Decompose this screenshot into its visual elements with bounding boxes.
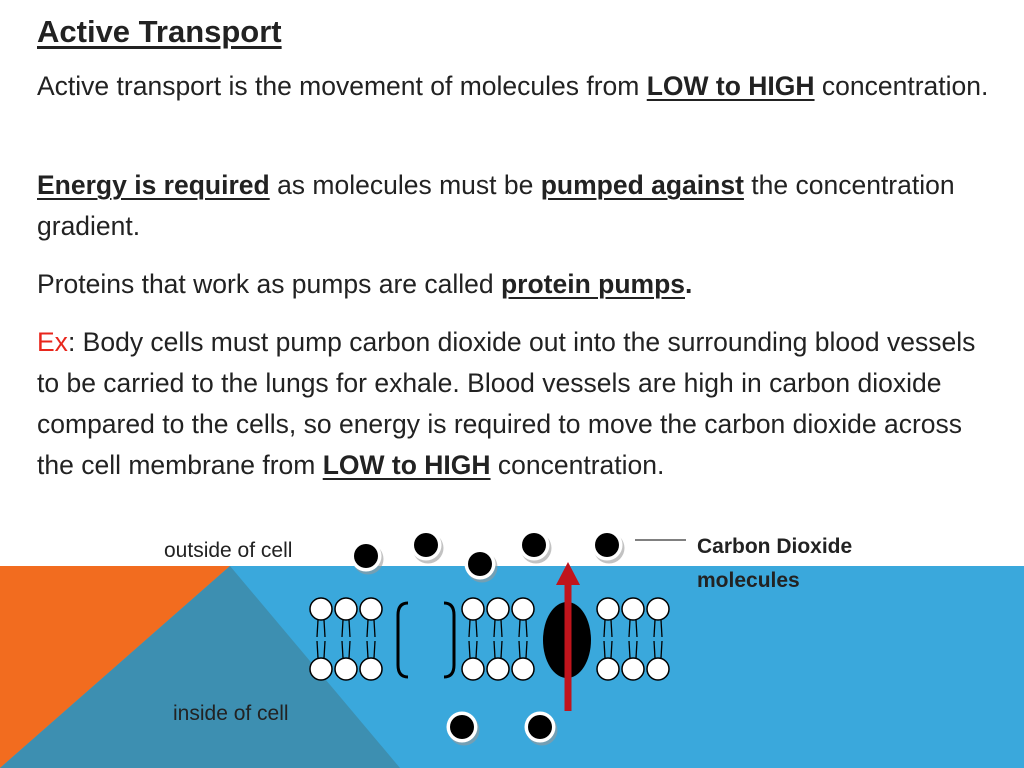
low-to-high-emphasis: LOW to HIGH [646,71,815,101]
example-text: : Body cells must pump carbon dioxide ou… [37,327,976,480]
lipid-bilayer-left [309,597,383,681]
energy-text: as molecules must be [269,170,541,200]
example-paragraph: Ex: Body cells must pump carbon dioxide … [37,322,992,486]
co2-molecules-outside [350,529,625,583]
lipid-bilayer-middle [461,597,535,681]
definition-text: Active transport is the movement of mole… [37,71,647,101]
energy-text-end: the concentration gradient. [37,170,955,241]
inside-of-cell-label: inside of cell [173,702,289,725]
definition-text-end: concentration. [814,71,989,101]
background-decoration [0,566,400,768]
lipid-bilayer-right [596,597,670,681]
protein-pumps-emphasis: protein pumps [500,269,686,299]
co2-molecules-inside [446,711,558,746]
page-title: Active Transport [37,14,282,49]
energy-paragraph: Energy is required as molecules must be … [37,165,992,247]
teal-triangle [0,566,400,768]
transport-arrow [556,562,580,711]
example-prefix: Ex [37,327,68,357]
protein-pumps-paragraph: Proteins that work as pumps are called p… [37,264,992,305]
example-text-end: concentration. [490,450,665,480]
definition-paragraph: Active transport is the movement of mole… [37,66,992,107]
protein-text-end: . [685,269,693,299]
example-low-to-high-emphasis: LOW to HIGH [322,450,491,480]
energy-required-emphasis: Energy is required [37,170,270,200]
channel-protein-gap [396,601,456,679]
pumped-against-emphasis: pumped against [540,170,744,200]
protein-text: Proteins that work as pumps are called [37,269,501,299]
carbon-dioxide-label: Carbon Dioxide molecules [697,535,853,592]
outside-of-cell-label: outside of cell [164,539,293,562]
